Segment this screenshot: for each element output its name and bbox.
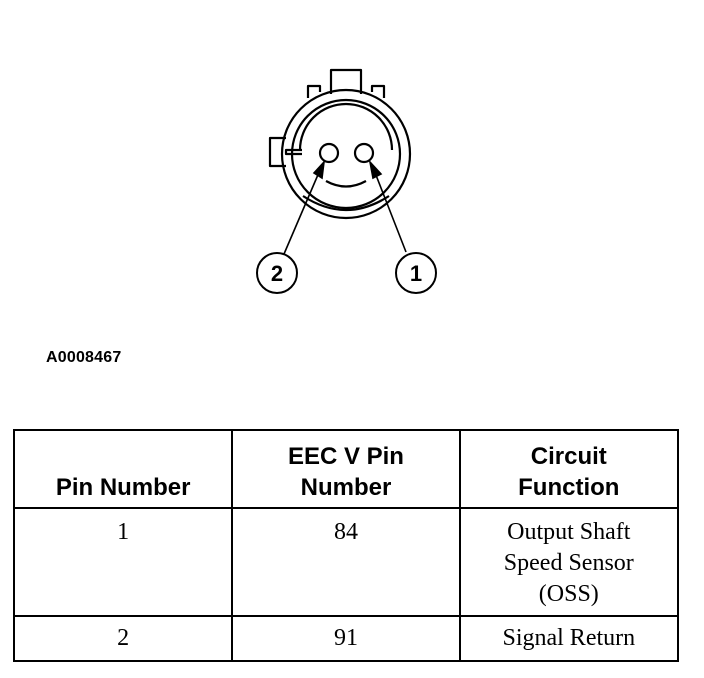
callout-label-1: 1 (410, 261, 422, 286)
cell-eec-pin: 91 (231, 615, 461, 662)
header-eec-pin-number: EEC V Pin Number (231, 429, 461, 509)
callout-circle-1 (395, 252, 437, 294)
connector-housing (280, 88, 412, 220)
connector-cavity (298, 102, 394, 151)
pin-socket-2 (318, 142, 340, 164)
header-circuit-function: Circuit Function (458, 429, 680, 509)
cell-pin: 2 (12, 615, 234, 662)
callout-circle-2 (256, 252, 298, 294)
cell-eec-pin: 84 (231, 507, 461, 617)
connector-keyway (325, 180, 367, 188)
pin-socket-1 (353, 142, 375, 164)
connector-right-ear (370, 84, 386, 98)
table-row: 1 84 Output Shaft Speed Sensor (OSS) (12, 507, 680, 617)
callout-label-2: 2 (271, 261, 283, 286)
cell-function: Signal Return (458, 615, 680, 662)
header-pin-number: Pin Number (12, 429, 234, 509)
table-row: 2 91 Signal Return (12, 615, 680, 662)
cell-pin: 1 (12, 507, 234, 617)
arrowhead-2 (312, 159, 326, 180)
leader-line-1 (373, 169, 407, 253)
leader-line-2 (283, 169, 321, 255)
figure-id: A0008467 (46, 349, 122, 366)
table-header-row: Pin Number EEC V Pin Number Circuit Func… (12, 429, 680, 509)
arrowhead-1 (368, 159, 383, 180)
pin-table: Pin Number EEC V Pin Number Circuit Func… (12, 429, 680, 662)
connector-left-ear (306, 84, 322, 98)
connector-inner-ring (290, 98, 402, 210)
connector-diagram: 2 1 (256, 68, 437, 294)
connector-top-tab (329, 68, 363, 94)
cell-function: Output Shaft Speed Sensor (OSS) (458, 507, 680, 617)
connector-side-key (268, 136, 286, 168)
